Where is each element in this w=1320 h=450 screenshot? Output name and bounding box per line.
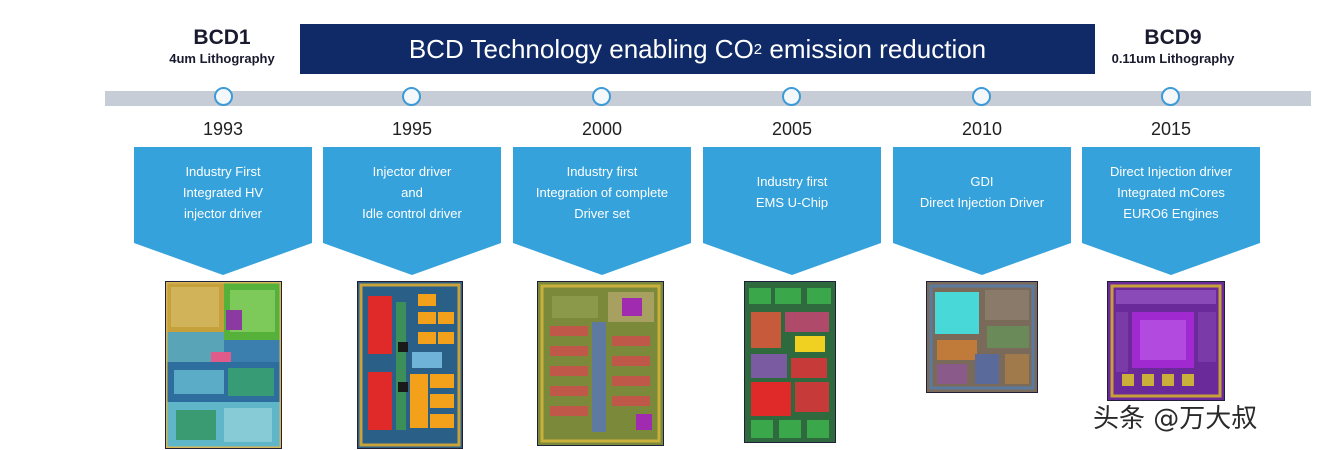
timeline-node bbox=[402, 87, 421, 106]
milestone-text-line: Idle control driver bbox=[362, 206, 462, 221]
milestone-chevron: GDI Direct Injection Driver bbox=[893, 147, 1071, 275]
right-tech-name: BCD9 bbox=[1144, 26, 1202, 49]
chip-die-2005 bbox=[745, 282, 835, 442]
milestone-text-line: Direct Injection driver bbox=[1109, 164, 1233, 179]
milestone-text-line: Industry First bbox=[185, 164, 261, 179]
year-label: 2010 bbox=[961, 119, 1003, 139]
banner-text-after: emission reduction bbox=[762, 33, 987, 64]
year-label: 1993 bbox=[202, 119, 244, 139]
left-tech-label: BCD1 4um Lithography bbox=[152, 26, 292, 68]
milestone-text-line: GDI bbox=[970, 174, 994, 189]
milestone-text-line: and bbox=[401, 185, 423, 200]
right-tech-litho: 0.11um Lithography bbox=[1111, 51, 1235, 66]
milestone-text-line: Integrated HV bbox=[182, 185, 264, 200]
timeline-node bbox=[1161, 87, 1180, 106]
year-label: 2005 bbox=[771, 119, 813, 139]
timeline-node bbox=[782, 87, 801, 106]
milestone-text-line: Driver set bbox=[574, 206, 630, 221]
banner-subscript: 2 bbox=[753, 40, 763, 58]
milestone-chevron: Industry first EMS U-Chip bbox=[703, 147, 881, 275]
year-label: 1995 bbox=[391, 119, 433, 139]
milestone-text-line: Direct Injection Driver bbox=[919, 195, 1045, 210]
milestone-text-line: Integration of complete bbox=[535, 185, 669, 200]
timeline-node bbox=[214, 87, 233, 106]
milestone-text-line: injector driver bbox=[183, 206, 263, 221]
chip-die-2000 bbox=[538, 282, 663, 445]
milestone-chevron: Industry first Integration of complete D… bbox=[513, 147, 691, 275]
timeline-bar bbox=[105, 91, 1311, 106]
left-tech-litho: 4um Lithography bbox=[169, 51, 275, 66]
chip-die-1993 bbox=[166, 282, 281, 448]
milestone-chevron: Industry First Integrated HV injector dr… bbox=[134, 147, 312, 275]
milestone-text-line: Industry first bbox=[756, 174, 828, 189]
milestone-chevron: Injector driver and Idle control driver bbox=[323, 147, 501, 275]
year-label: 2015 bbox=[1150, 119, 1192, 139]
milestone-text-line: EURO6 Engines bbox=[1123, 206, 1219, 221]
chip-die-2015 bbox=[1108, 282, 1224, 400]
milestone-text-line: EMS U-Chip bbox=[755, 195, 829, 210]
banner-text-before: BCD Technology enabling CO bbox=[408, 33, 754, 64]
timeline-node bbox=[592, 87, 611, 106]
timeline-node bbox=[972, 87, 991, 106]
left-tech-name: BCD1 bbox=[193, 26, 251, 49]
watermark-text: 头条 @万大叔 bbox=[1093, 404, 1258, 434]
right-tech-label: BCD9 0.11um Lithography bbox=[1098, 26, 1248, 68]
chip-die-2010 bbox=[927, 282, 1037, 392]
milestone-text-line: Industry first bbox=[566, 164, 638, 179]
milestone-text-line: Integrated mCores bbox=[1117, 185, 1225, 200]
milestone-text-line: Injector driver bbox=[372, 164, 452, 179]
milestone-chevron: Direct Injection driver Integrated mCore… bbox=[1082, 147, 1260, 275]
chip-die-1995 bbox=[358, 282, 462, 448]
year-label: 2000 bbox=[581, 119, 623, 139]
